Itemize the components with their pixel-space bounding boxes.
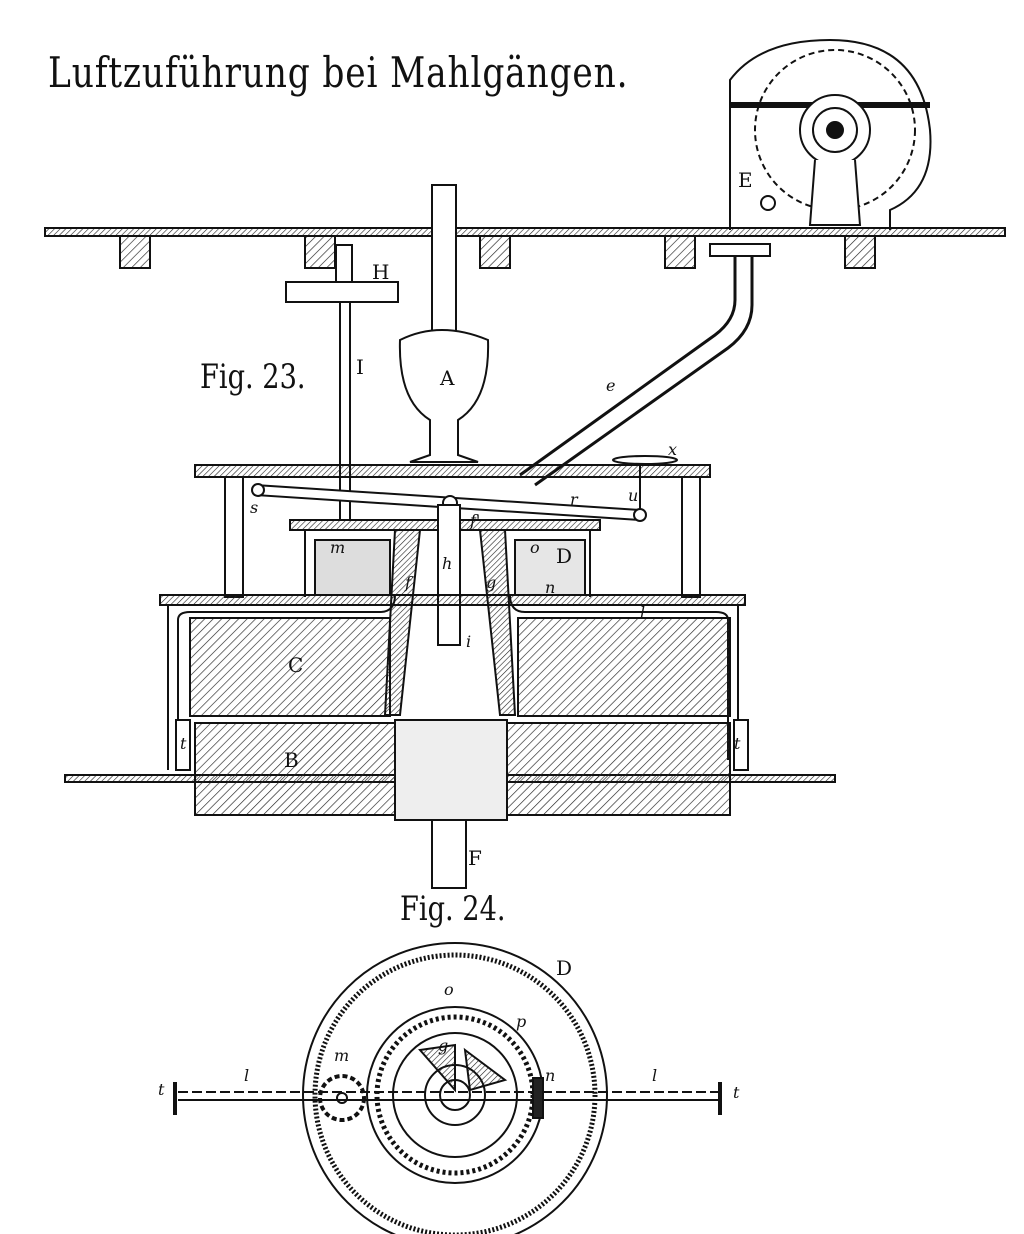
label-r: r [570, 490, 578, 509]
label-s: s [250, 498, 259, 517]
fan-E [729, 38, 932, 230]
label-n: n [545, 578, 556, 597]
fig24-label-o: o [444, 980, 454, 999]
fig23-caption: Fig. 23. [200, 357, 306, 397]
label-B: B [284, 748, 299, 772]
label-t-right: t [734, 734, 741, 753]
label-E: E [738, 168, 753, 192]
label-F: F [468, 846, 482, 870]
fig24-label-g: g [438, 1036, 449, 1055]
label-u: u [628, 486, 639, 505]
fig24-label-n: n [545, 1066, 556, 1085]
fig24-caption: Fig. 24. [400, 889, 506, 929]
label-m: m [330, 538, 346, 557]
fig24-label-p: p [516, 1012, 527, 1031]
fig24-label-m: m [334, 1046, 350, 1065]
label-t-left: t [180, 734, 187, 753]
fig24-label-l-right: l [652, 1066, 658, 1085]
fig24-label-t-right: t [733, 1083, 740, 1102]
label-A: A [440, 366, 455, 390]
label-D: D [556, 544, 573, 568]
plate-title: Luftzuführung bei Mahlgängen. [48, 48, 629, 97]
label-x: x [668, 440, 678, 459]
label-f1: f' [470, 511, 481, 530]
fig24-drawing [173, 942, 722, 1234]
label-i: i [466, 632, 472, 651]
label-l: l [640, 603, 646, 622]
label-C: C [288, 653, 304, 677]
label-H: H [372, 260, 390, 284]
label-g: g [486, 573, 497, 592]
fig24-label-t-left: t [158, 1080, 165, 1099]
label-f: f [405, 573, 411, 592]
label-o: o [530, 538, 540, 557]
fig24-label-D: D [556, 956, 573, 980]
label-e: e [606, 376, 616, 395]
fig24-label-l-left: l [244, 1066, 250, 1085]
label-I: I [356, 355, 364, 379]
label-h: h [442, 554, 453, 573]
